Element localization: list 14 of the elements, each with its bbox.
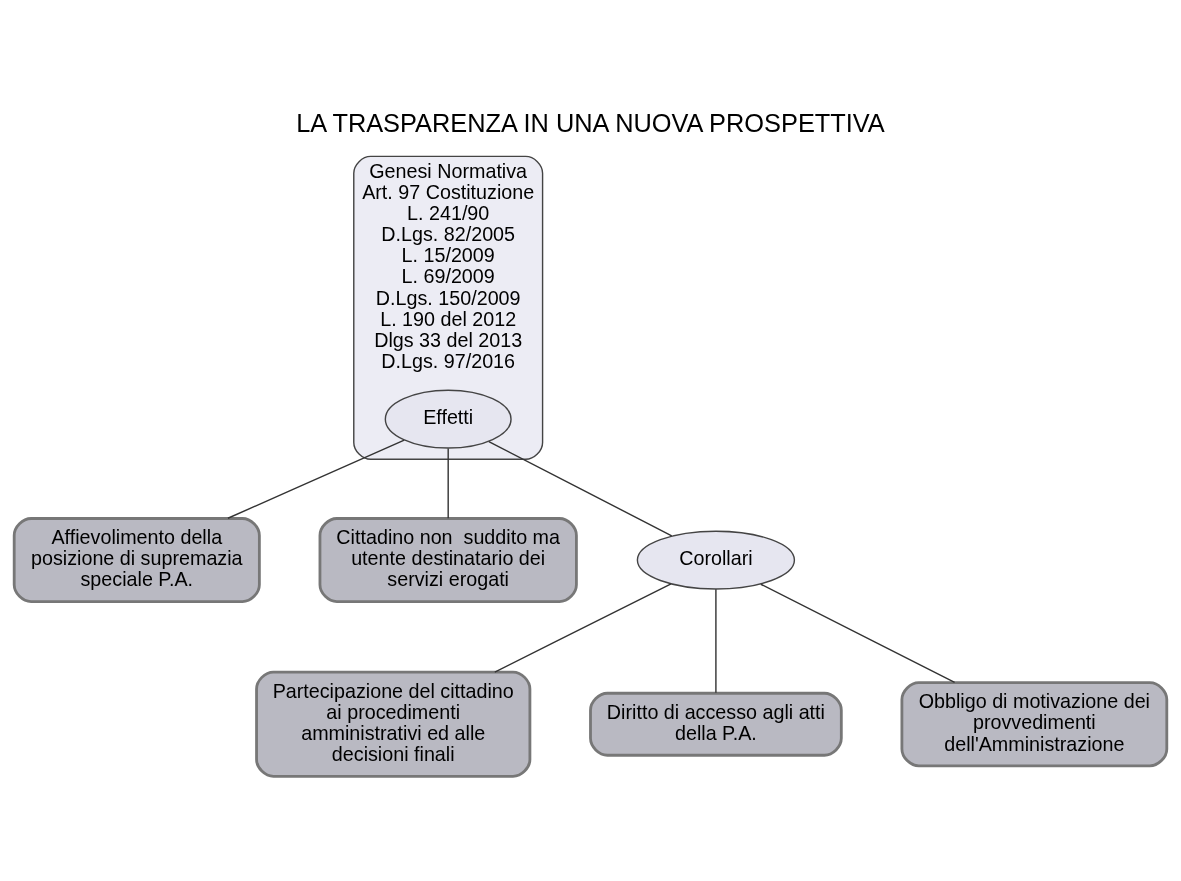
- node-box: Partecipazione del cittadino ai procedimenti amministrativi ed alle decisioni finali: [255, 670, 532, 778]
- node-ellipse: Effetti: [384, 389, 512, 449]
- connector: [715, 588, 717, 693]
- connector: [227, 438, 405, 519]
- node-box: Affievolimento della posizione di supremazia speciale P.A.: [12, 516, 261, 603]
- connector: [760, 583, 956, 683]
- node-box: Diritto di accesso agli atti della P.A.: [589, 691, 843, 757]
- diagram-title: LA TRASPARENZA IN UNA NUOVA PROSPETTIVA: [296, 108, 885, 137]
- node-ellipse: Corollari: [636, 529, 796, 590]
- connector: [488, 440, 673, 537]
- connector: [494, 582, 672, 673]
- node-box: Cittadino non suddito ma utente destinatario dei servizi erogati: [318, 516, 578, 603]
- connector: [447, 447, 449, 519]
- node-box: Obbligo di motivazione dei provvedimenti dell'Amministrazione: [900, 680, 1169, 767]
